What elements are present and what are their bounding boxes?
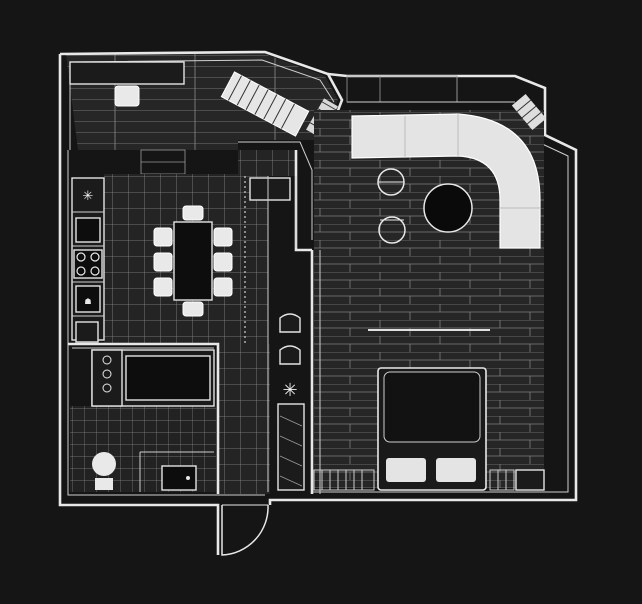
stove-icon: [73, 249, 103, 279]
door-icon: [221, 504, 269, 556]
plant-icon: ✳: [83, 189, 94, 204]
sink-icon: [75, 217, 101, 243]
sideboard: [249, 177, 291, 201]
microwave-icon: ☗: [84, 297, 91, 306]
floor-radiator: [313, 469, 515, 491]
toilet-icon: [92, 452, 116, 490]
washbasin-icon: [161, 465, 197, 491]
stool-icon: [279, 345, 301, 365]
oven-icon: [75, 285, 101, 313]
bathroom: [68, 342, 220, 494]
window: [346, 75, 515, 103]
plant-icon: ✳: [282, 380, 297, 401]
fridge-icon: [75, 321, 99, 343]
armchair-icon: [114, 85, 140, 107]
living-bedroom: [310, 75, 547, 494]
nightstand: [515, 469, 545, 491]
balcony-shelf: [69, 61, 185, 85]
wardrobe: [277, 403, 305, 491]
dining-table-icon: [153, 205, 233, 317]
bathtub-icon: [91, 349, 215, 407]
hallway: ✳: [218, 150, 312, 556]
balcony: [59, 50, 344, 240]
sofa-icon: [351, 113, 541, 249]
lounger-icon: [220, 71, 310, 137]
radiator: [511, 93, 547, 131]
stool-icon: [279, 313, 301, 333]
bed-icon: [377, 367, 487, 491]
coffee-table-icon: [377, 168, 473, 244]
kitchen-dining: ✳ ☗: [71, 150, 296, 492]
